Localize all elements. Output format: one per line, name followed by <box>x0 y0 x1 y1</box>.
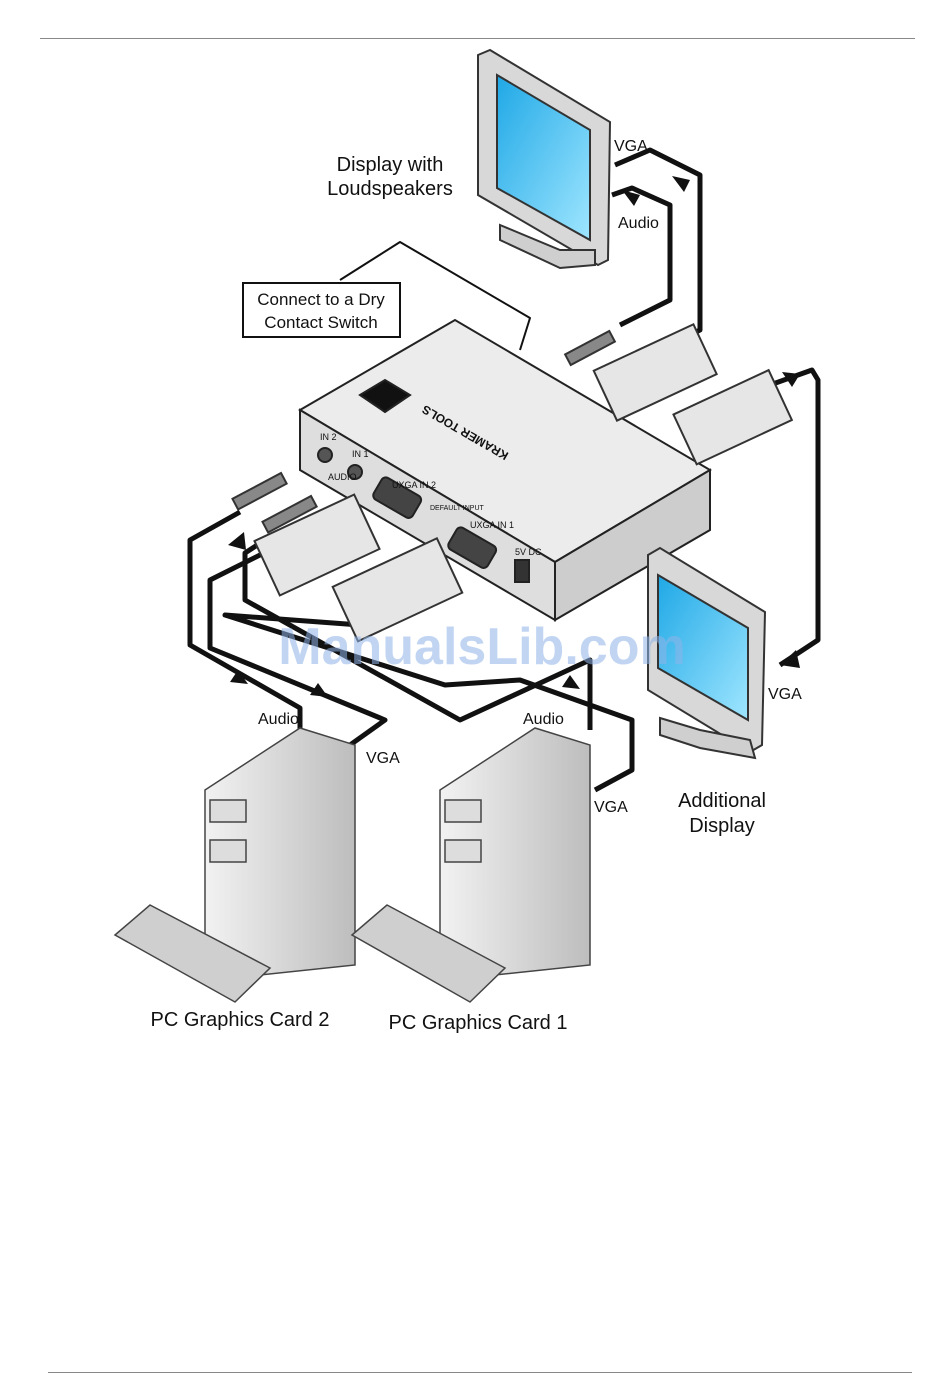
audio-plug <box>232 473 286 509</box>
display-top-label: Loudspeakers <box>327 178 453 200</box>
vga-right-label: VGA <box>768 686 802 703</box>
display-with-loudspeakers <box>478 50 610 268</box>
pc1-label: PC Graphics Card 1 <box>389 1012 568 1034</box>
pc2-label: PC Graphics Card 2 <box>151 1009 330 1031</box>
dry-contact-label: Connect to a Dry <box>257 290 385 309</box>
default-input-label: DEFAULT INPUT <box>430 505 485 512</box>
audio-pc1-label: Audio <box>523 711 564 728</box>
watermark: ManualsLib.com <box>278 618 685 676</box>
audio-plug <box>565 331 615 365</box>
additional-display-label: Additional <box>678 790 766 812</box>
audio-top-label: Audio <box>618 215 659 232</box>
pc-graphics-card-1 <box>352 728 590 1002</box>
cable-audio-top <box>612 188 670 325</box>
in1-label: IN 1 <box>352 449 369 459</box>
arrow-icon <box>562 675 580 689</box>
audio-pc2-label: Audio <box>258 711 299 728</box>
arrow-icon <box>228 532 246 550</box>
in2-label: IN 2 <box>320 432 337 442</box>
dry-contact-label: Contact Switch <box>264 313 377 332</box>
vga-pc1-label: VGA <box>594 799 628 816</box>
additional-display-label: Display <box>689 815 755 837</box>
uxga-in1-label: UXGA IN 1 <box>470 520 514 530</box>
pc-graphics-card-2 <box>115 728 355 1002</box>
arrow-icon <box>672 176 690 192</box>
display-top-label: Display with <box>337 154 444 176</box>
uxga-in2-label: UXGA IN 2 <box>392 480 436 490</box>
audio-label: AUDIO <box>328 472 357 482</box>
power-label: 5V DC <box>515 547 542 557</box>
vga-pc2-label: VGA <box>366 750 400 767</box>
vga-top-label: VGA <box>614 138 648 155</box>
